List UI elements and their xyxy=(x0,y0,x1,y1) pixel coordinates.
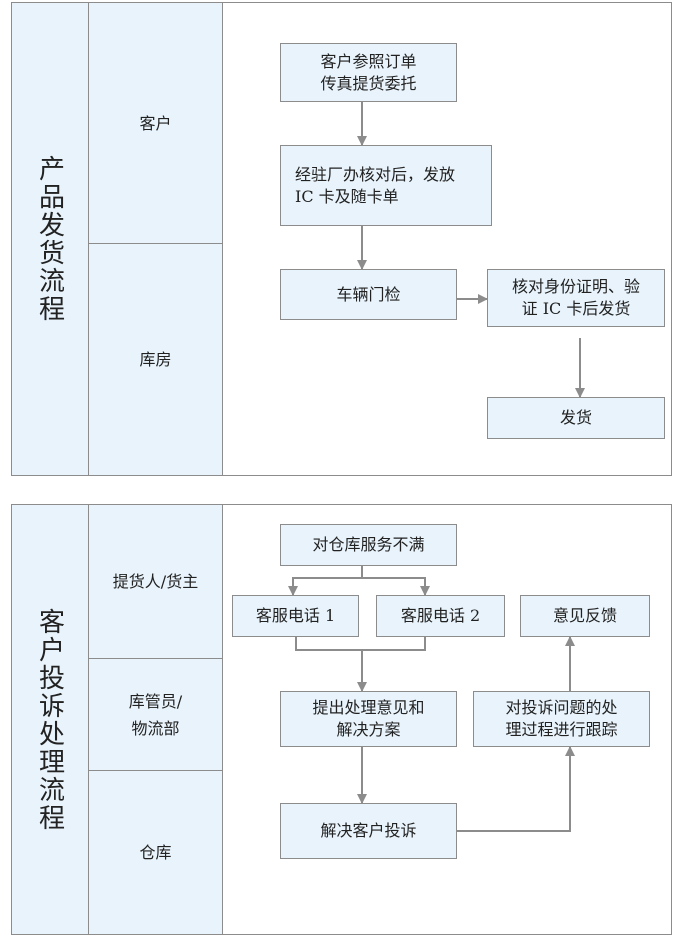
step-feedback: 意见反馈 xyxy=(520,595,650,637)
step-propose-solution: 提出处理意见和 解决方案 xyxy=(280,691,457,747)
step-resolve-complaint: 解决客户投诉 xyxy=(280,803,457,859)
complaint-roles-column: 提货人/货主 库管员/ 物流部 仓库 xyxy=(89,505,223,934)
role-warehouse: 库房 xyxy=(139,350,172,369)
shipping-process-title: 产品发货流程 xyxy=(34,155,65,323)
step-ship: 发货 xyxy=(487,397,665,439)
complaint-process-title: 客户投诉处理流程 xyxy=(34,607,65,832)
step-verify-id-ship: 核对身份证明、验 证 IC 卡后发货 xyxy=(487,269,665,327)
complaint-process-title-cell: 客户投诉处理流程 xyxy=(12,505,89,934)
step-hotline-1: 客服电话 1 xyxy=(232,595,359,637)
role-customer: 客户 xyxy=(89,3,222,244)
role-warehouse-logistics: 库管员/ 物流部 xyxy=(89,659,222,771)
step-track-process: 对投诉问题的处 理过程进行跟踪 xyxy=(473,691,650,747)
role-consignee-owner: 提货人/货主 xyxy=(89,505,222,659)
shipping-roles-column: 客户 库房 xyxy=(89,3,223,475)
step-gate-check: 车辆门检 xyxy=(280,269,457,320)
step-dissatisfied: 对仓库服务不满 xyxy=(280,524,457,566)
role-storehouse: 仓库 xyxy=(139,843,172,862)
shipping-process-title-cell: 产品发货流程 xyxy=(12,3,89,475)
step-verify-issue-card: 经驻厂办核对后，发放 IC 卡及随卡单 xyxy=(280,145,492,226)
step-fax-order: 客户参照订单 传真提货委托 xyxy=(280,43,457,102)
step-hotline-2: 客服电话 2 xyxy=(376,595,505,637)
